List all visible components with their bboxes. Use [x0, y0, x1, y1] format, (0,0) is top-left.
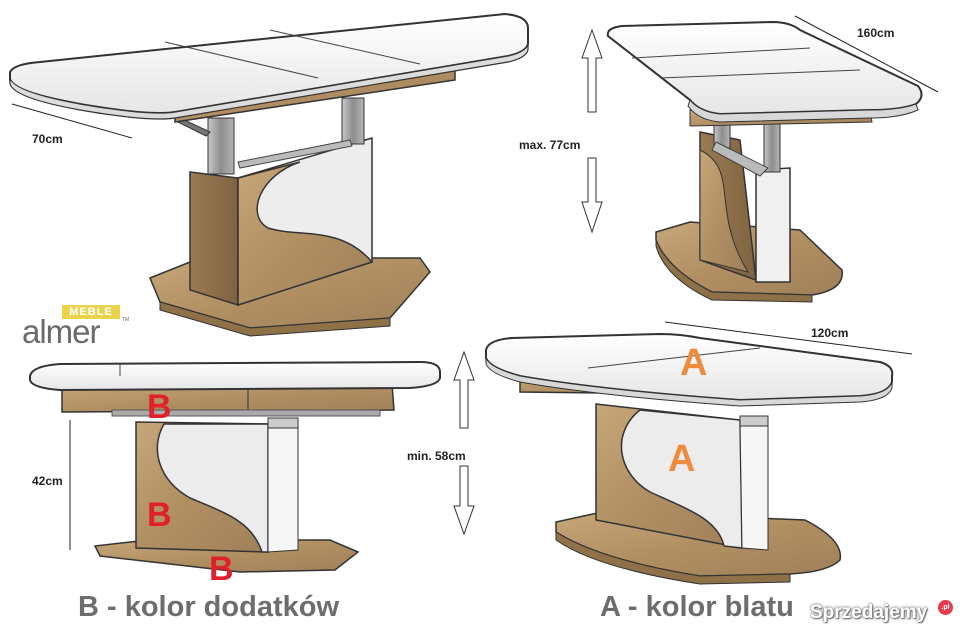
brand-tm: TM [122, 317, 130, 323]
legend-a-caption: A - kolor blatu [600, 591, 794, 623]
watermark-suffix: .pl [938, 600, 953, 615]
watermark-text: Sprzedajemy [810, 602, 928, 623]
brand-sub-label: MEBLE [62, 305, 120, 319]
brand-name: almer [22, 313, 101, 350]
legend-b-caption: B - kolor dodatków [78, 591, 339, 623]
table-view-top-right [581, 15, 939, 303]
marker-b-pedestal: B [147, 496, 172, 534]
table-view-bottom-right [453, 321, 913, 585]
almer-logo: MEBLE almer TM [22, 305, 132, 350]
marker-b-base: B [209, 550, 234, 588]
length-dimension-label: 120cm [811, 326, 849, 340]
max-height-dimension-label: max. 77cm [519, 138, 581, 152]
extended-length-dimension-label: 160cm [857, 26, 895, 40]
marker-a-pedestal: A [668, 438, 696, 480]
table-view-top-left [9, 12, 529, 337]
width-dimension-label: 70cm [32, 132, 63, 146]
marker-a-tabletop: A [680, 342, 708, 384]
base-height-dimension-label: 42cm [32, 474, 63, 488]
table-view-bottom-left [29, 360, 441, 573]
min-height-dimension-label: min. 58cm [407, 449, 466, 463]
marker-b-apron: B [147, 388, 172, 426]
